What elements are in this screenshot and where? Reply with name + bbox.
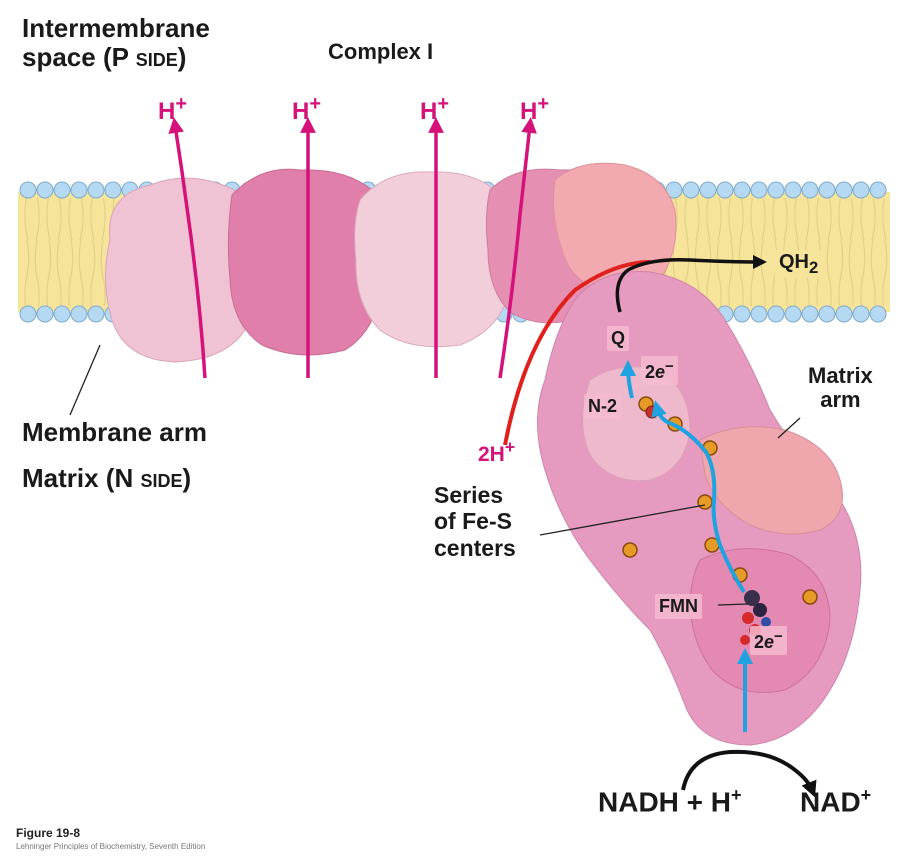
lipid-head [700,182,716,198]
lipid-head [819,182,835,198]
lipid-head [853,182,869,198]
lipid-head [88,182,104,198]
intermembrane-space-label: Intermembrane space (P side) [22,14,210,71]
qh2-label: QH2 [775,250,822,278]
lipid-head [20,306,36,322]
lipid-head [105,182,121,198]
matrix-arm-protein [538,272,861,745]
lipid-head [734,306,750,322]
matrix-n-side-label: Matrix (N side) [22,464,191,493]
lipid-head [853,306,869,322]
n2-label: N-2 [584,394,621,419]
lipid-head [71,182,87,198]
electrons-label-lower: 2e− [750,626,787,655]
figure-number: Figure 19-8 [16,826,80,840]
lipid-head [37,306,53,322]
fe-s-cluster [803,590,817,604]
lipid-head [54,306,70,322]
proton-label: H+ [158,93,187,126]
proton-label: H+ [420,93,449,126]
lipid-head [37,182,53,198]
lipid-head [768,306,784,322]
lipid-head [785,182,801,198]
lipid-head [751,306,767,322]
lipid-head [870,306,886,322]
lipid-head [768,182,784,198]
lipid-head [802,182,818,198]
lipid-head [819,306,835,322]
lipid-head [751,182,767,198]
lipid-head [734,182,750,198]
lipid-head [717,182,733,198]
lipid-head [802,306,818,322]
lipid-head [88,306,104,322]
membrane-arm-label: Membrane arm [22,418,207,447]
nadh-oxidation-arrow [683,752,812,790]
proton-label: H+ [520,93,549,126]
fe-s-cluster [623,543,637,557]
lipid-head [785,306,801,322]
fe-s-series-label: Series of Fe-S centers [434,482,516,561]
lipid-head [836,306,852,322]
lipid-head [836,182,852,198]
nadh-label: NADH + H+ [598,786,742,818]
proton-label: H+ [292,93,321,126]
q-label: Q [607,326,629,351]
electrons-label-upper: 2e− [641,356,678,385]
lipid-head [683,182,699,198]
nad-label: NAD+ [800,786,871,818]
fmn-label: FMN [655,594,702,619]
lipid-head [20,182,36,198]
complex-i-label: Complex I [328,40,433,64]
lipid-head [870,182,886,198]
figure-credit: Lehninger Principles of Biochemistry, Se… [16,842,205,851]
two-h-label: 2H+ [478,438,515,466]
lipid-head [54,182,70,198]
lipid-head [71,306,87,322]
fe-s-cluster [698,495,712,509]
matrix-arm-label: Matrix arm [808,364,873,412]
leader-membrane-arm [70,345,100,415]
